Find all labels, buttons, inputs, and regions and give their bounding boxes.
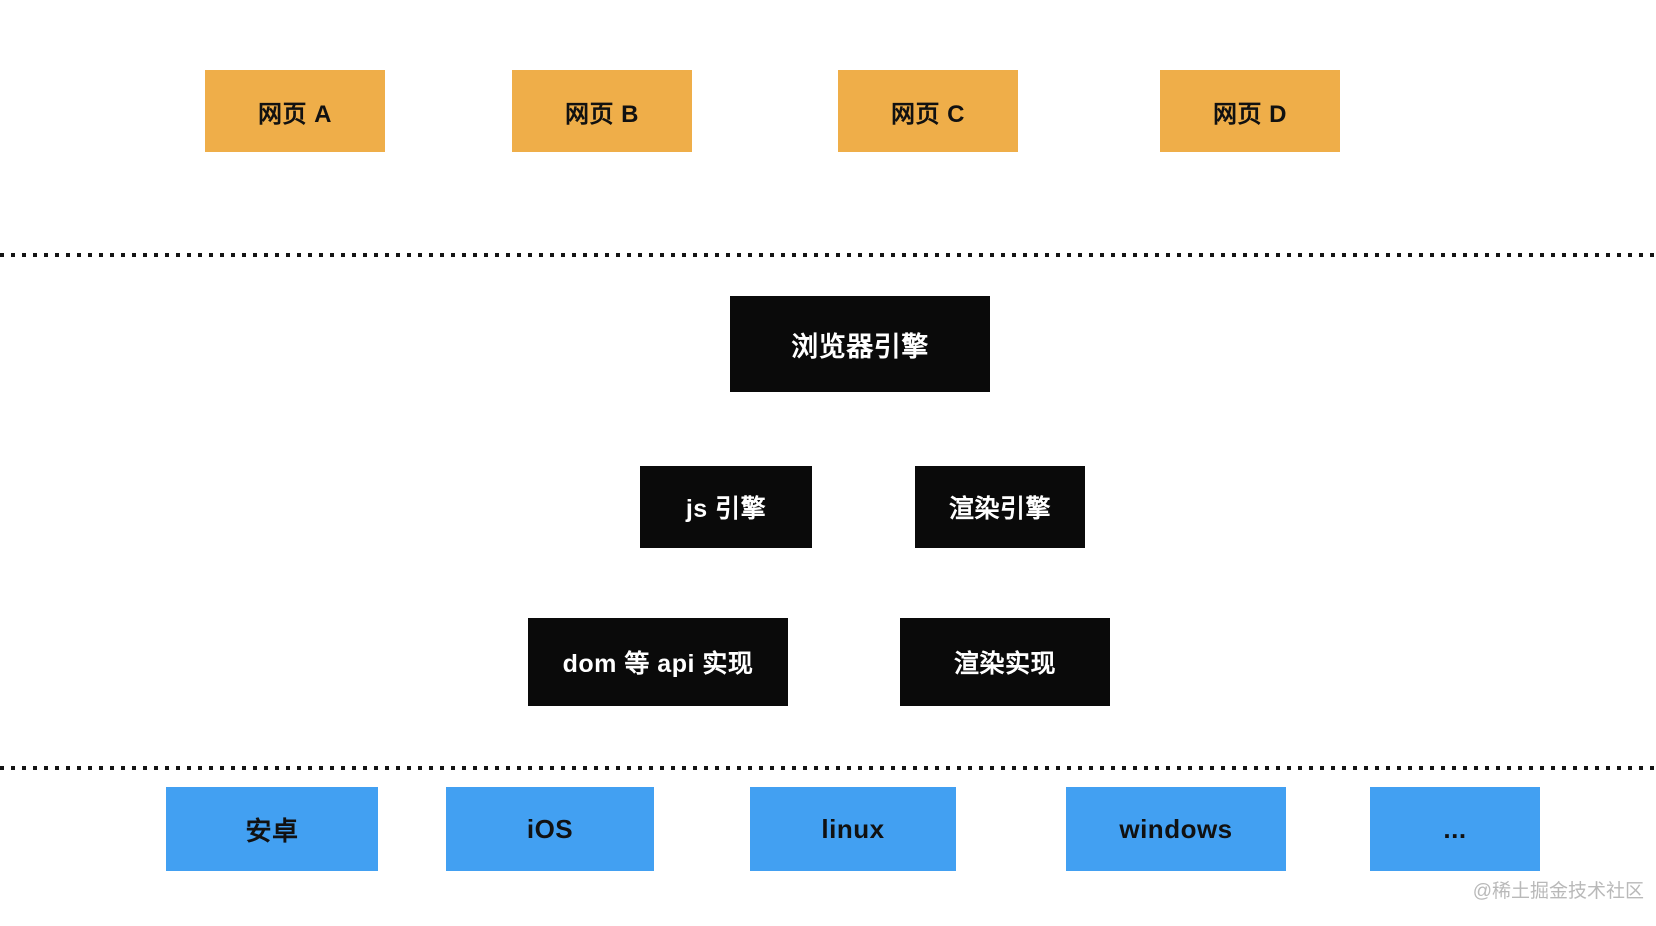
webpage-box-b: 网页 B: [512, 70, 692, 152]
platform-box-android: 安卓: [166, 787, 378, 871]
watermark-text: @稀土掘金技术社区: [1472, 881, 1644, 902]
platform-box-windows: windows: [1066, 787, 1286, 871]
render-impl-box: 渲染实现: [900, 618, 1110, 706]
platform-box-more: ...: [1370, 787, 1540, 871]
separator-line-bottom: [0, 766, 1656, 770]
render-engine-box: 渲染引擎: [915, 466, 1085, 548]
webpage-box-d: 网页 D: [1160, 70, 1340, 152]
js-engine-box: js 引擎: [640, 466, 812, 548]
platform-box-ios: iOS: [446, 787, 654, 871]
webpage-box-a: 网页 A: [205, 70, 385, 152]
webpage-box-c: 网页 C: [838, 70, 1018, 152]
browser-engine-box: 浏览器引擎: [730, 296, 990, 392]
separator-line-top: [0, 253, 1656, 257]
dom-api-impl-box: dom 等 api 实现: [528, 618, 788, 706]
platform-box-linux: linux: [750, 787, 956, 871]
